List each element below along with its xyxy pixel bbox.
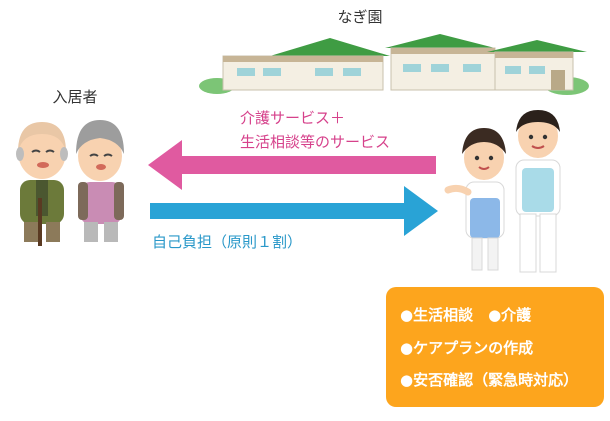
services-list-box: ●生活相談 ●介護 ●ケアプランの作成 ●安否確認（緊急時対応） [386,287,604,407]
care-staff-illustration [444,110,561,273]
services-arrow-label: 介護サービス＋ 生活相談等のサービス [240,106,390,154]
services-row-1: ●生活相談 ●介護 [400,306,532,324]
facility-label: なぎ園 [337,8,383,26]
residents-label: 入居者 [52,88,98,106]
services-row-3: ●安否確認（緊急時対応） [400,371,579,389]
services-row-2: ●ケアプランの作成 [400,339,534,357]
services-label-line1: 介護サービス＋ [240,109,346,127]
services-arrow-left [148,140,436,190]
facility-building-illustration [199,34,589,95]
services-label-line2: 生活相談等のサービス [240,133,391,151]
elderly-couple-illustration [16,120,124,246]
payment-arrow-right [150,186,438,236]
payment-arrow-label: 自己負担（原則１割） [152,233,303,251]
